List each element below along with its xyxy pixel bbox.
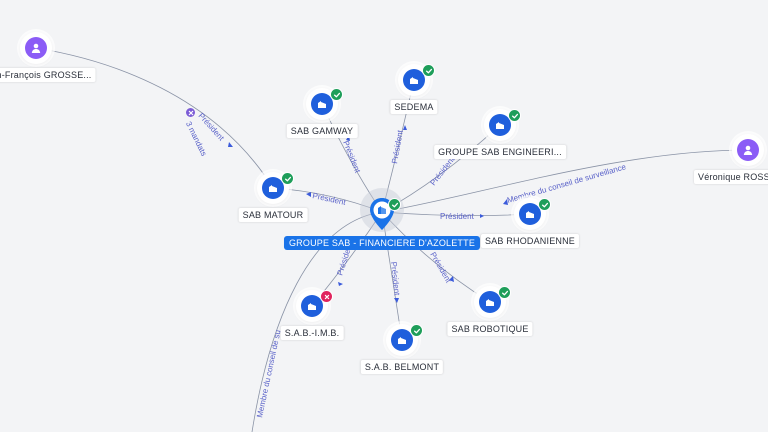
arrow-jf: [228, 142, 233, 147]
arrow-robotique: [449, 276, 454, 282]
arrow-veronique: [503, 199, 508, 205]
node-label[interactable]: GROUPE SAB ENGINEERI...: [434, 145, 566, 159]
node-label[interactable]: S.A.B. BELMONT: [360, 360, 444, 374]
edge-label-matour: Président: [312, 191, 348, 207]
edge-label-engineering: Président: [428, 154, 456, 187]
center-label[interactable]: GROUPE SAB - FINANCIERE D'AZOLETTE: [283, 236, 481, 250]
arrow-belmont: [394, 298, 399, 303]
building-icon: [378, 206, 386, 214]
node-bubble[interactable]: [257, 172, 289, 204]
edge-jf: [35, 47, 274, 189]
person-icon: [743, 145, 753, 155]
active-check-icon: [498, 286, 511, 299]
active-check-icon: [422, 64, 435, 77]
building-icon: [318, 101, 326, 108]
edge-label-sedema: Président: [390, 129, 405, 165]
active-check-icon: [538, 198, 551, 211]
edge-label-rhodanienne: Président: [440, 212, 475, 221]
node-label[interactable]: Véronique ROSSE: [694, 170, 768, 184]
edge-label-lower: Membre du conseil de su: [255, 329, 282, 418]
active-check-icon: [281, 172, 294, 185]
edge-veronique: [381, 149, 749, 213]
active-check-icon: [388, 198, 401, 211]
edge-label-belmont: Président: [389, 261, 402, 296]
node-label[interactable]: SAB ROBOTIQUE: [447, 322, 533, 336]
building-icon: [308, 303, 316, 310]
building-icon: [496, 122, 504, 129]
node-bubble[interactable]: [474, 286, 506, 318]
building-icon: [269, 185, 277, 192]
node-label[interactable]: SAB RHODANIENNE: [480, 234, 580, 248]
collapse-icon[interactable]: [186, 108, 195, 117]
node-label[interactable]: SAB MATOUR: [238, 208, 308, 222]
active-check-icon: [330, 88, 343, 101]
edge-rhodanienne: [381, 211, 531, 216]
arrow-matour: [306, 192, 311, 197]
building-icon: [398, 337, 406, 344]
edge-label-robotique: Président: [428, 251, 453, 285]
arrow-rhodanienne: [480, 214, 484, 218]
active-check-icon: [508, 109, 521, 122]
closed-cross-icon: [320, 290, 333, 303]
node-bubble[interactable]: [732, 134, 764, 166]
person-icon: [31, 43, 41, 53]
building-icon: [486, 299, 494, 306]
edge-label-gamway: Président: [341, 139, 362, 174]
edge-lower: [251, 211, 383, 432]
node-label[interactable]: n-François GROSSE...: [0, 68, 96, 82]
building-icon: [410, 77, 418, 84]
building-icon: [526, 211, 534, 218]
arrow-imb: [338, 282, 343, 286]
arrow-sedema: [403, 125, 407, 130]
node-label[interactable]: SAB GAMWAY: [286, 124, 358, 138]
node-label[interactable]: SEDEMA: [390, 100, 438, 114]
node-label[interactable]: S.A.B.-I.M.B.: [280, 326, 344, 340]
node-bubble[interactable]: [20, 32, 52, 64]
active-check-icon: [410, 324, 423, 337]
